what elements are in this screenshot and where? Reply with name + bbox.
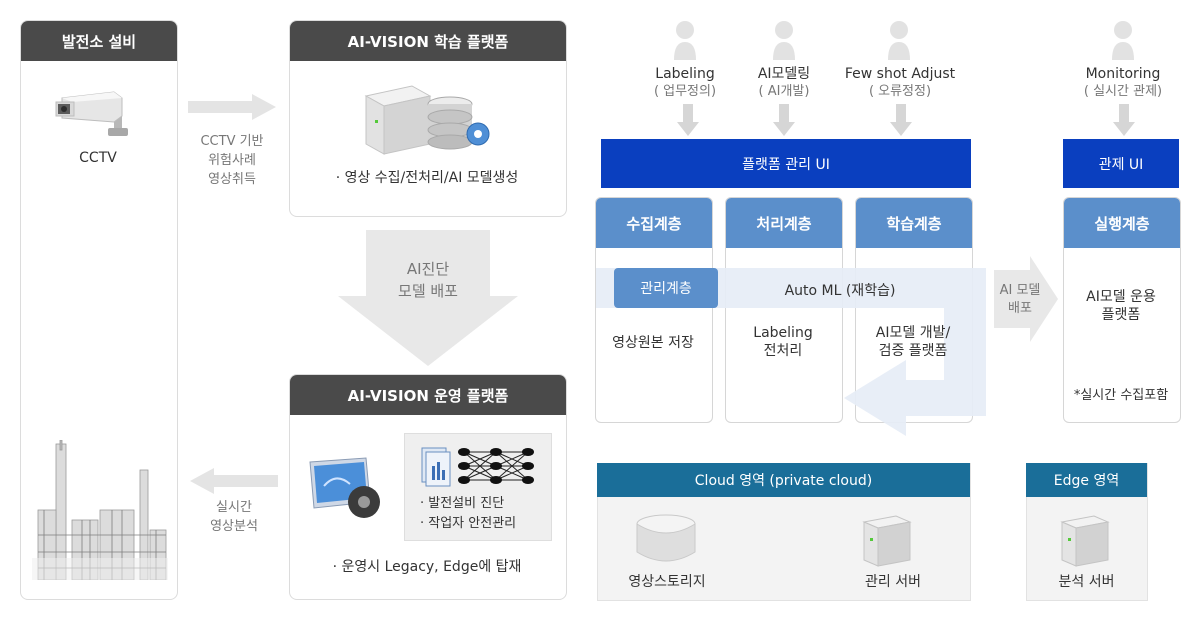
edge-header: Edge 영역 <box>1026 463 1147 497</box>
person-icon-monitoring <box>1112 21 1134 60</box>
role-fewshot: Few shot Adjust ( 오류정정) <box>830 65 970 101</box>
deploy-line-1: AI진단 <box>406 260 450 278</box>
learning-caption: · 영상 수집/전처리/AI 모델생성 <box>335 170 519 186</box>
app-window-gear-icon <box>309 457 380 518</box>
role-monitoring: Monitoring ( 실시간 관제) <box>1063 65 1183 101</box>
role-fewshot-sub: ( 오류정정) <box>868 84 932 99</box>
layer-execution-body: AI모델 운용 플랫폼 <box>1063 288 1179 324</box>
layer-learning-title: 학습계층 <box>856 198 972 248</box>
role-modeling-title: AI모델링 <box>757 66 811 82</box>
deploy-down-arrow <box>338 230 518 366</box>
arrow-right-caption: CCTV 기반 위험사례 영상취득 <box>186 132 278 189</box>
ops-caption: · 운영시 Legacy, Edge에 탑재 <box>332 559 522 575</box>
arrow-left-line-2: 영상분석 <box>210 519 258 534</box>
layer-collection: 수집계층 <box>595 197 713 423</box>
deploy-caption: AI진단 모델 배포 <box>338 258 518 302</box>
role-labeling-sub: ( 업무정의) <box>653 84 717 99</box>
layer-processing: 처리계층 <box>725 197 843 423</box>
layer-execution-line-2: 플랫폼 <box>1101 307 1141 323</box>
role-modeling: AI모델링 ( AI개발) <box>724 65 844 101</box>
role-arrow-labeling <box>677 104 699 136</box>
deploy-line-2: 모델 배포 <box>398 282 458 300</box>
role-labeling: Labeling ( 업무정의) <box>625 65 745 101</box>
role-arrow-monitoring <box>1113 104 1135 136</box>
management-layer-badge: 관리계층 <box>614 268 718 308</box>
cloud-header: Cloud 영역 (private cloud) <box>597 463 970 497</box>
layer-execution: 실행계층 <box>1063 197 1181 423</box>
arrow-left-analysis <box>190 468 278 494</box>
cloud-server-label: 관리 서버 <box>865 574 921 590</box>
learning-header: AI-VISION 학습 플랫폼 <box>290 21 566 61</box>
storage-icon <box>636 514 696 562</box>
cloud-storage-label: 영상스토리지 <box>628 574 706 590</box>
arrow-right-line-2: 위험사례 <box>208 153 256 168</box>
edge-server-label: 분석 서버 <box>1058 574 1115 590</box>
arrow-right-cctv <box>188 94 276 120</box>
platform-ui-bar[interactable]: 플랫폼 관리 UI <box>601 139 971 188</box>
layer-processing-line-2: 전처리 <box>763 343 803 359</box>
control-ui-bar[interactable]: 관제 UI <box>1063 139 1179 188</box>
ai-deploy-caption: AI 모델 배포 <box>990 282 1050 318</box>
ops-bullet-1: · 발전설비 진단 <box>420 496 505 511</box>
layer-learning-line-2: 검증 플랫폼 <box>878 343 948 359</box>
layer-collection-title: 수집계층 <box>596 198 712 248</box>
role-monitoring-title: Monitoring <box>1085 66 1161 82</box>
neural-network-icon <box>421 447 534 487</box>
layer-execution-line-1: AI모델 운용 <box>1086 289 1156 305</box>
analysis-server-icon <box>1060 515 1110 567</box>
layer-processing-title: 처리계층 <box>726 198 842 248</box>
role-labeling-title: Labeling <box>655 66 715 82</box>
person-icon-labeling <box>674 21 696 60</box>
management-server-icon <box>862 515 912 567</box>
arrow-right-line-1: CCTV 기반 <box>200 134 264 149</box>
ops-bullet-2: · 작업자 안전관리 <box>420 516 517 531</box>
role-arrow-modeling <box>773 104 795 136</box>
layer-execution-title: 실행계층 <box>1064 198 1180 248</box>
ai-deploy-line-2: 배포 <box>1008 301 1032 316</box>
plant-header: 발전소 설비 <box>21 21 177 61</box>
cctv-label: CCTV <box>79 150 117 166</box>
person-icon-fewshot <box>888 21 910 60</box>
role-modeling-sub: ( AI개발) <box>758 84 810 99</box>
layer-execution-note: *실시간 수집포함 <box>1073 388 1169 403</box>
automl-label: Auto ML (재학습) <box>784 283 896 299</box>
power-plant-icon <box>32 440 168 580</box>
role-monitoring-sub: ( 실시간 관제) <box>1083 84 1163 99</box>
arrow-right-line-3: 영상취득 <box>208 172 256 187</box>
arrow-left-line-1: 실시간 <box>216 500 252 515</box>
role-arrow-fewshot <box>890 104 912 136</box>
server-database-icon <box>364 85 490 155</box>
person-icon-modeling <box>773 21 795 60</box>
ai-deploy-arrow <box>994 256 1058 342</box>
cctv-camera-icon <box>55 91 128 136</box>
ops-header: AI-VISION 운영 플랫폼 <box>290 375 566 415</box>
ai-deploy-line-1: AI 모델 <box>999 283 1041 298</box>
layer-processing-line-1: Labeling <box>753 325 813 341</box>
layer-collection-body: 영상원본 저장 <box>612 335 694 351</box>
layer-processing-body: Labeling 전처리 <box>725 324 841 360</box>
ops-bullets: · 발전설비 진단 · 작업자 안전관리 <box>420 494 550 534</box>
role-fewshot-title: Few shot Adjust <box>844 66 956 82</box>
arrow-left-caption: 실시간 영상분석 <box>188 498 280 536</box>
layer-learning-body: AI모델 개발/ 검증 플랫폼 <box>855 324 971 360</box>
layer-learning-line-1: AI모델 개발/ <box>875 325 951 341</box>
automl-loop-arrow <box>596 268 986 436</box>
